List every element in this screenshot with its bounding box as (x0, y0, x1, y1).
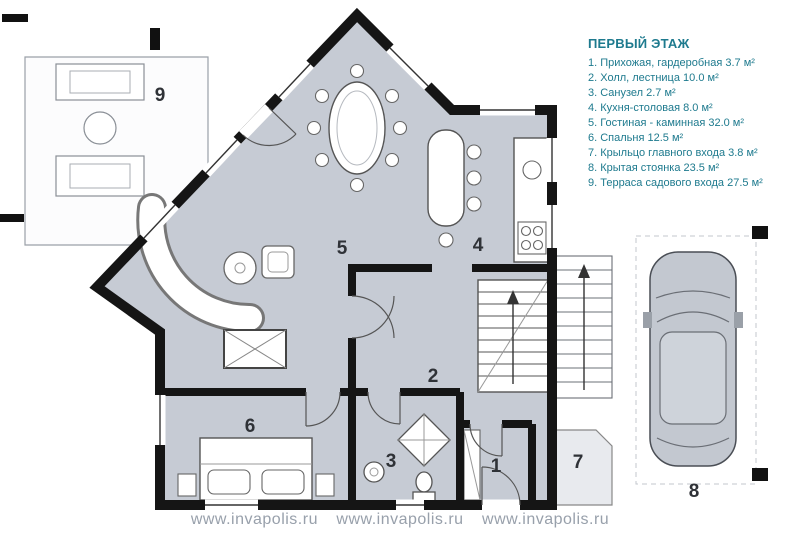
legend-item-1: 1. Прихожая, гардеробная 3.7 м² (588, 57, 755, 69)
room-label-9: 9 (155, 85, 166, 106)
kitchen-island (427, 129, 482, 248)
legend-item-4: 4. Кухня-столовая 8.0 м² (588, 102, 713, 114)
car-mirror-right (734, 312, 743, 328)
legend-item-7: 7. Крыльцо главного входа 3.8 м² (588, 147, 758, 159)
windows (139, 44, 558, 511)
nightstand-left (177, 473, 197, 497)
stairs-exterior (555, 255, 613, 399)
legend-item-5: 5. Гостиная - каминная 32.0 м² (588, 117, 745, 129)
watermark-url-1: www.invapolis.ru (190, 511, 318, 528)
car-mirror-left (643, 312, 652, 328)
entry-closet (463, 429, 481, 501)
legend-item-6: 6. Спальня 12.5 м² (588, 132, 684, 144)
carport-posts (752, 226, 768, 481)
room-label-6: 6 (245, 416, 256, 437)
coffee-table (223, 251, 257, 285)
bed (199, 437, 313, 501)
pillow (207, 469, 251, 495)
legend-item-9: 9. Терраса садового входа 27.5 м² (588, 177, 763, 189)
room-label-7: 7 (573, 452, 584, 473)
room-label-5: 5 (337, 238, 348, 259)
stairs-interior (477, 279, 549, 393)
room-label-3: 3 (386, 451, 397, 472)
pillow (261, 469, 305, 495)
dimension-ticks (0, 14, 160, 222)
terrace-furniture (55, 63, 145, 197)
room-label-1: 1 (491, 456, 502, 477)
kitchen-sink (522, 160, 542, 180)
doors (239, 104, 521, 511)
nightstand-right (315, 473, 335, 497)
car (643, 251, 743, 467)
watermark-url-3: www.invapolis.ru (482, 511, 610, 528)
stove (517, 221, 547, 255)
fireplace (223, 329, 287, 369)
room-label-4: 4 (473, 235, 484, 256)
room-label-8: 8 (689, 481, 700, 502)
carport (635, 226, 768, 485)
room-label-2: 2 (428, 366, 439, 387)
interior-walls (160, 264, 552, 505)
kitchen-stools (438, 144, 482, 248)
watermark: www.invapolis.ru www.invapolis.ru www.in… (0, 511, 800, 529)
exterior-walls (89, 7, 557, 510)
armchair (261, 245, 295, 279)
shower (397, 413, 451, 467)
legend-item-2: 2. Холл, лестница 10.0 м² (588, 72, 719, 84)
kitchen-counter (513, 137, 551, 263)
legend-item-8: 8. Крытая стоянка 23.5 м² (588, 162, 720, 174)
sink (363, 461, 385, 483)
legend-title: ПЕРВЫЙ ЭТАЖ (588, 36, 690, 51)
dining-set (306, 63, 408, 193)
dining-chairs (306, 63, 408, 193)
watermark-url-2: www.invapolis.ru (336, 511, 464, 528)
legend-item-3: 3. Санузел 2.7 м² (588, 87, 676, 99)
legend: ПЕРВЫЙ ЭТАЖ 1. Прихожая, гардеробная 3.7… (588, 36, 798, 191)
terrace-round-table (83, 111, 117, 145)
